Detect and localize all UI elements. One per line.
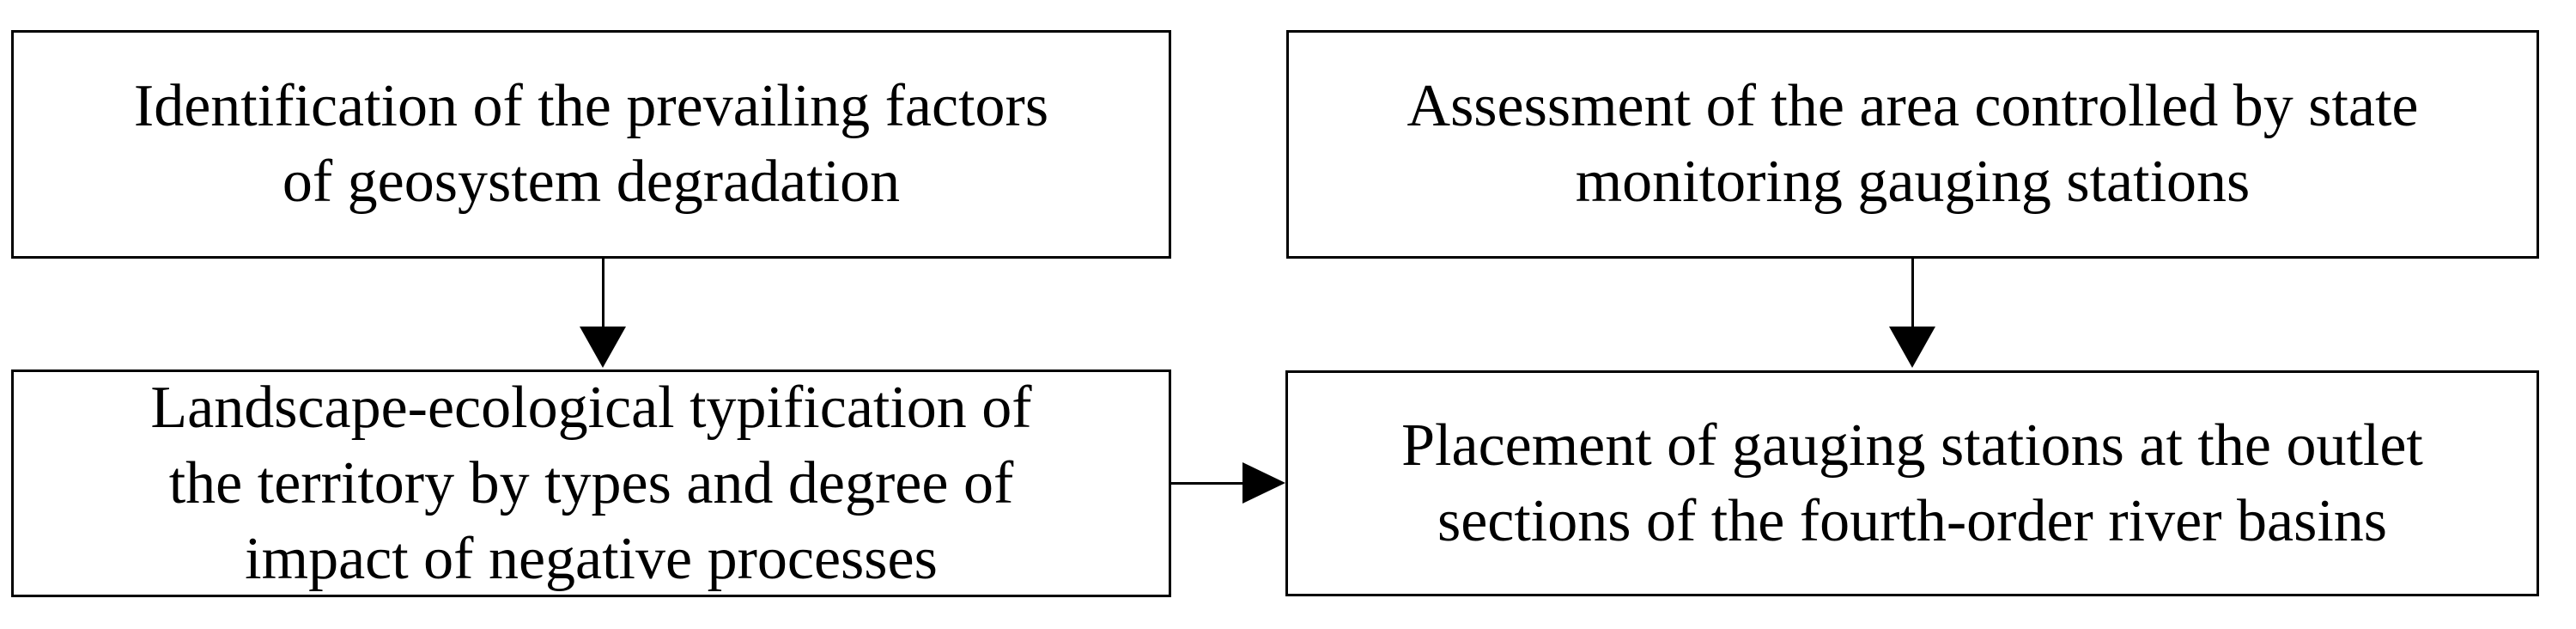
box-typification-line-3: impact of negative processes (245, 525, 938, 592)
box-typification-line-1: Landscape-ecological typification of (150, 374, 1032, 441)
box-placement-text: Placement of gauging stations at the out… (1401, 408, 2423, 559)
box-landscape-ecological-typification: Landscape-ecological typification of the… (11, 369, 1171, 597)
arrow-down-left-line (602, 259, 605, 329)
box-typification-line-2: the territory by types and degree of (168, 449, 1014, 516)
box-identification-of-prevailing-factors: Identification of the prevailing factors… (11, 30, 1171, 259)
box-assessment-line-1: Assessment of the area controlled by sta… (1406, 73, 2419, 139)
arrow-right-mid-line (1170, 482, 1245, 485)
box-identification-text: Identification of the prevailing factors… (134, 69, 1048, 220)
arrow-down-right-head-icon (1889, 327, 1935, 368)
box-identification-line-1: Identification of the prevailing factors (133, 73, 1049, 139)
box-assessment-of-controlled-area: Assessment of the area controlled by sta… (1286, 30, 2539, 259)
box-placement-line-2: sections of the fourth-order river basin… (1437, 487, 2388, 554)
arrow-down-left-head-icon (580, 327, 626, 368)
arrow-down-right-line (1911, 259, 1914, 329)
box-typification-text: Landscape-ecological typification of the… (150, 370, 1031, 597)
box-placement-of-gauging-stations: Placement of gauging stations at the out… (1285, 370, 2539, 596)
box-identification-line-2: of geosystem degradation (282, 149, 901, 215)
box-assessment-line-2: monitoring gauging stations (1575, 149, 2251, 215)
box-assessment-text: Assessment of the area controlled by sta… (1407, 69, 2419, 220)
box-placement-line-1: Placement of gauging stations at the out… (1401, 412, 2423, 479)
arrow-right-mid-head-icon (1242, 462, 1285, 504)
